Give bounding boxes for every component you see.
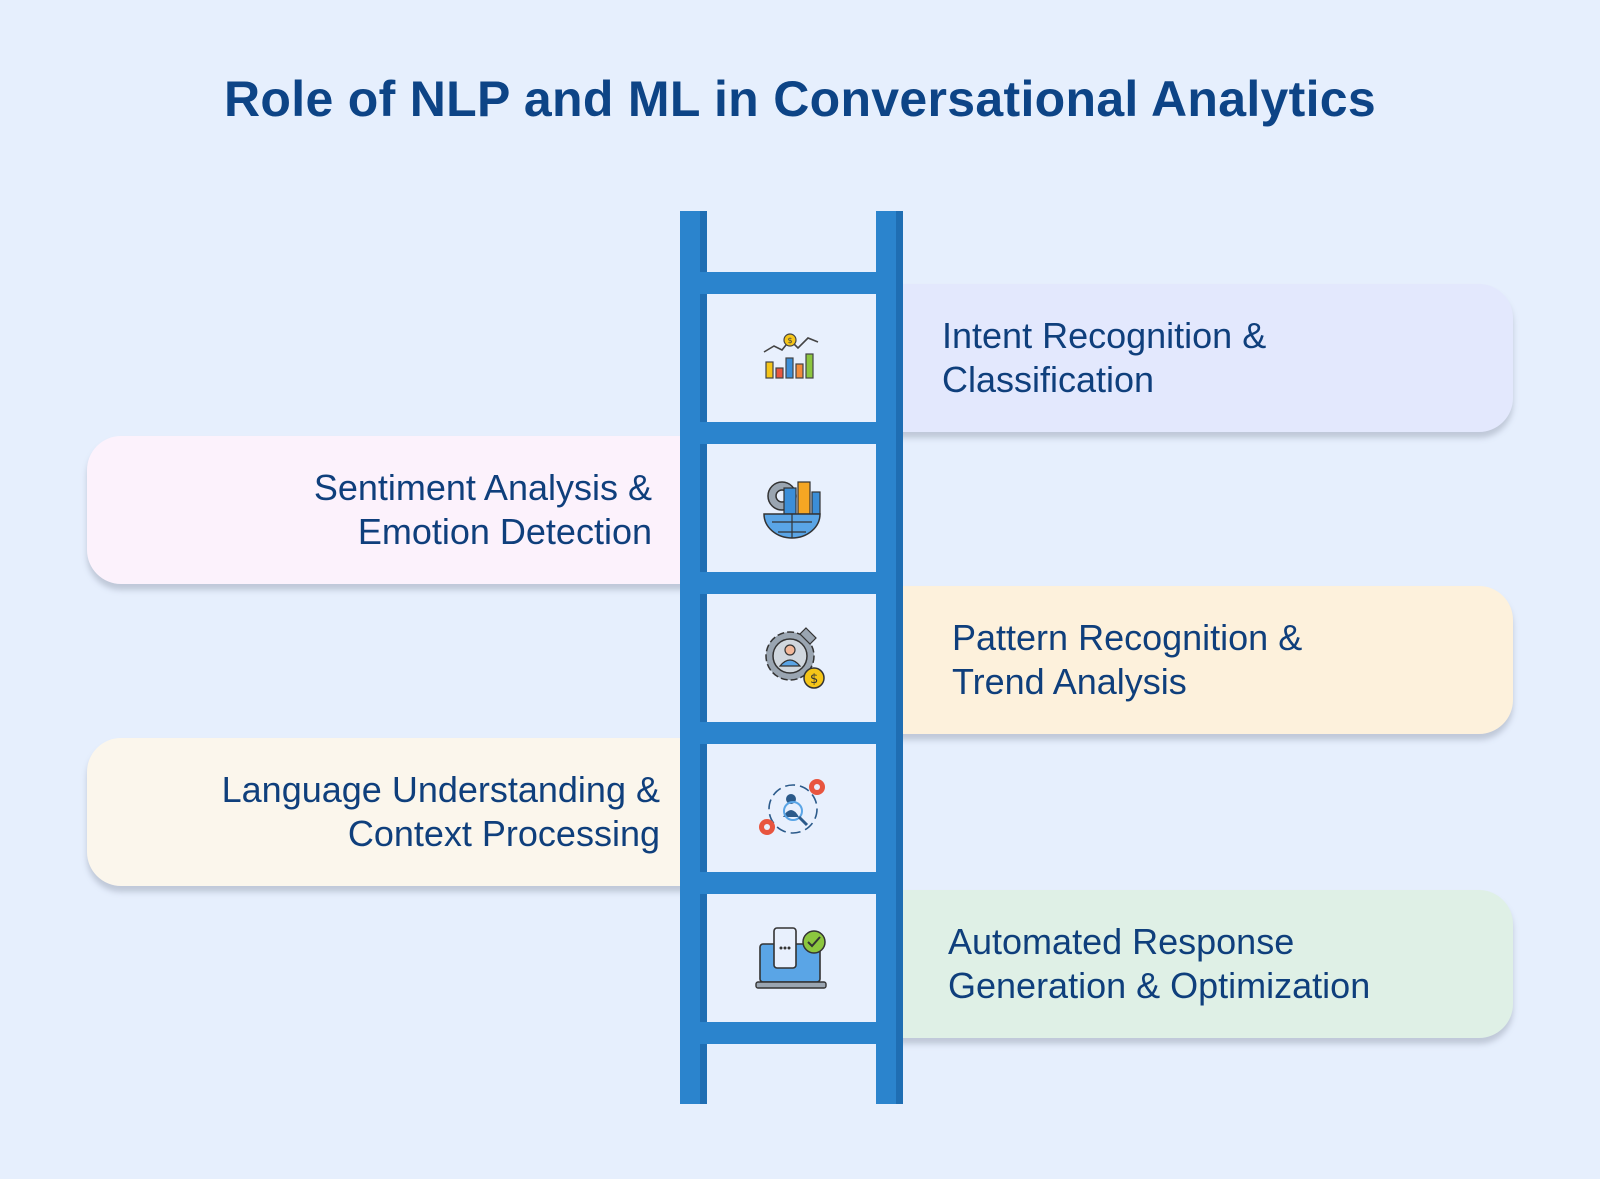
step-label-language: Language Understanding & Context Process… bbox=[221, 769, 660, 854]
step-label-automated: Automated Response Generation & Optimiza… bbox=[948, 921, 1371, 1006]
ladder-rung bbox=[696, 272, 881, 294]
chart-icon: $ bbox=[708, 294, 876, 422]
step-label-pattern: Pattern Recognition & Trend Analysis bbox=[952, 617, 1303, 702]
step-card-automated: Automated Response Generation & Optimiza… bbox=[880, 890, 1513, 1038]
step-card-language: Language Understanding & Context Process… bbox=[87, 738, 692, 886]
svg-text:$: $ bbox=[810, 672, 818, 687]
svg-text:$: $ bbox=[788, 336, 793, 345]
ladder-rung bbox=[696, 422, 881, 444]
gear-user-dollar-icon: $ bbox=[708, 594, 876, 722]
step-card-pattern: Pattern Recognition & Trend Analysis bbox=[880, 586, 1513, 734]
step-label-intent: Intent Recognition & Classification bbox=[942, 315, 1267, 400]
ladder-rung bbox=[696, 722, 881, 744]
page-title: Role of NLP and ML in Conversational Ana… bbox=[224, 71, 1376, 127]
user-search-gears-icon bbox=[708, 744, 876, 872]
globe-city-gear-icon bbox=[708, 444, 876, 572]
ladder-rail-left bbox=[680, 211, 707, 1104]
step-card-intent: Intent Recognition & Classification bbox=[880, 284, 1513, 432]
step-card-sentiment: Sentiment Analysis & Emotion Detection bbox=[87, 436, 692, 584]
laptop-mobile-check-icon bbox=[708, 894, 876, 1022]
ladder-rung bbox=[696, 872, 881, 894]
ladder-rung bbox=[696, 572, 881, 594]
ladder-rung bbox=[696, 1022, 881, 1044]
ladder-rail-right bbox=[876, 211, 903, 1104]
step-label-sentiment: Sentiment Analysis & Emotion Detection bbox=[313, 467, 652, 552]
